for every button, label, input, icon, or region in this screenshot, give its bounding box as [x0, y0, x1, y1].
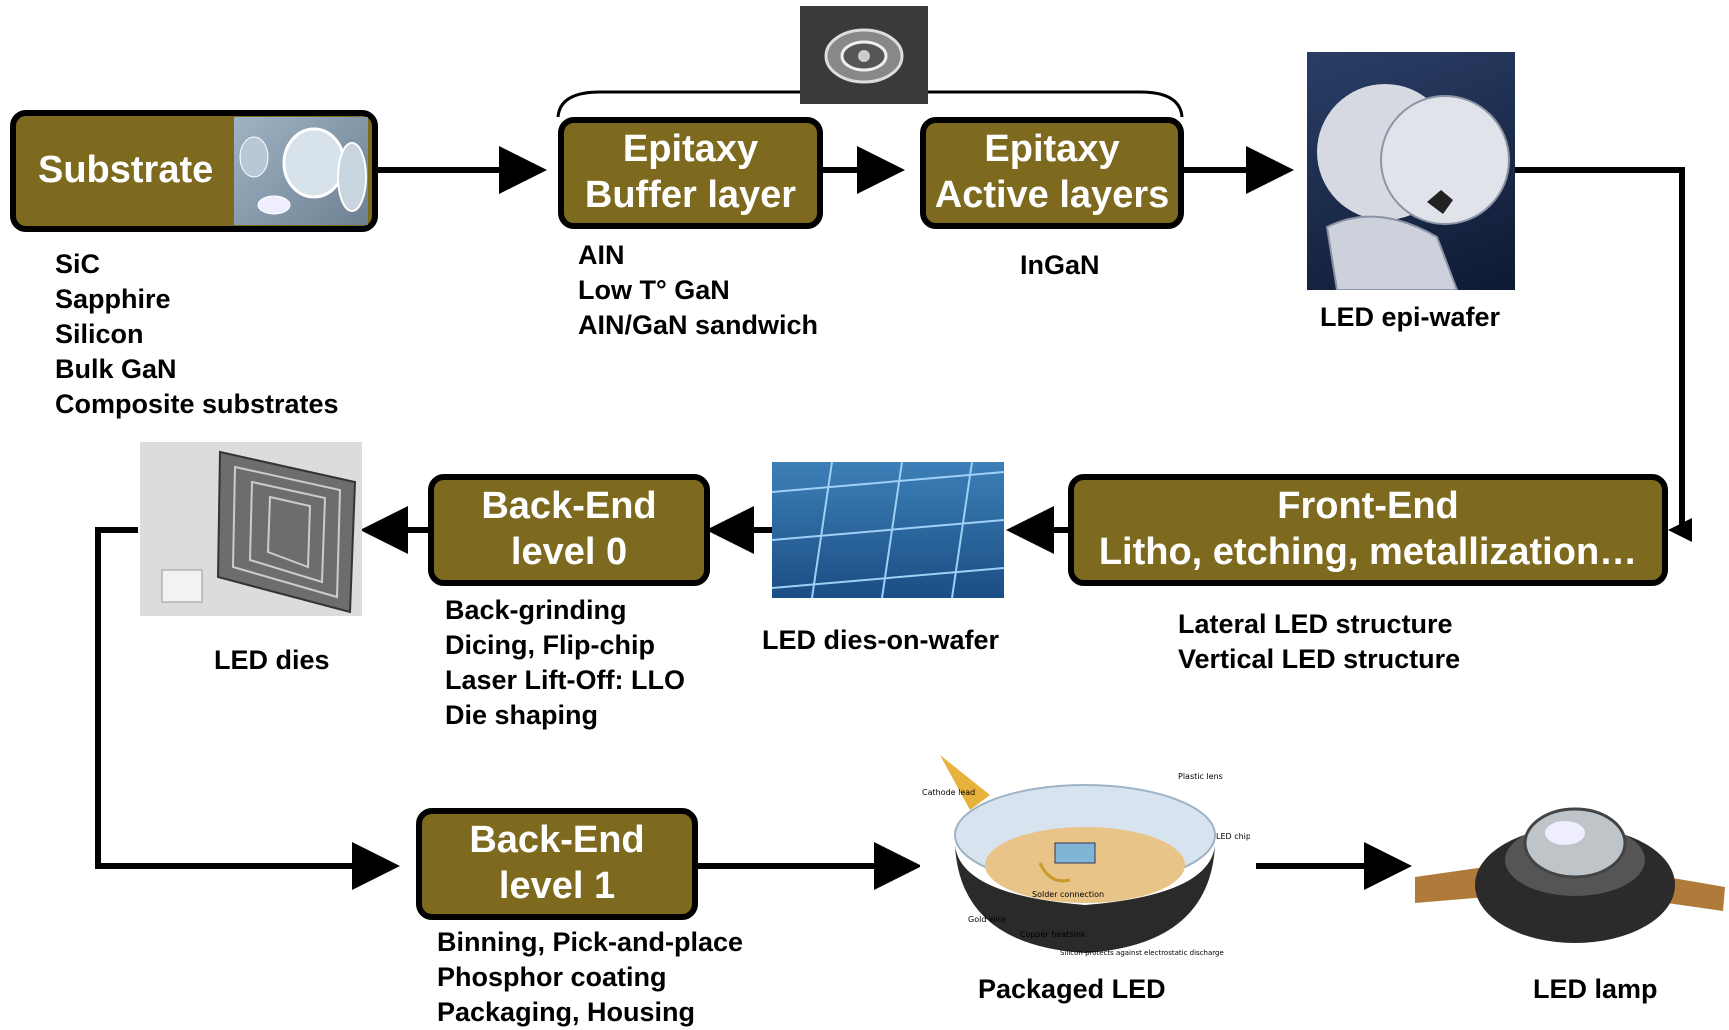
- back-end-1-item: Phosphor coating: [437, 962, 667, 992]
- epi-wafer-label: LED epi-wafer: [1320, 302, 1501, 332]
- back-end-1-box: Back-End level 1: [416, 808, 698, 920]
- substrate-title: Substrate: [38, 149, 214, 192]
- led-dies-label: LED dies: [214, 645, 330, 675]
- buffer-item: AIN/GaN sandwich: [578, 310, 819, 340]
- box-line: Buffer layer: [584, 174, 797, 216]
- callout-copper-heatsink: Copper heatsink: [1020, 930, 1086, 939]
- back-end-0-item: Die shaping: [445, 700, 599, 730]
- box-line: Front-End: [1277, 485, 1459, 528]
- front-end-item: Lateral LED structure: [1178, 609, 1453, 639]
- dies-on-wafer-image: [772, 462, 1004, 598]
- epitaxy-active-box: Epitaxy Active layers: [920, 117, 1184, 229]
- box-line: Back-End: [481, 485, 657, 528]
- epi-wafer-image: [1307, 52, 1515, 290]
- back-end-1-item: Packaging, Housing: [437, 997, 696, 1027]
- substrate-list: SiC Sapphire Silicon Bulk GaN Composite …: [55, 247, 339, 422]
- led-dies-image: [140, 442, 362, 616]
- front-end-item: Vertical LED structure: [1178, 644, 1461, 674]
- substrate-item: Bulk GaN: [55, 354, 177, 384]
- active-item: InGaN: [1020, 250, 1100, 280]
- buffer-item: Low T° GaN: [578, 275, 730, 305]
- substrate-item: Sapphire: [55, 284, 171, 314]
- substrate-item: Composite substrates: [55, 389, 339, 419]
- box-line: Litho, etching, metallization…: [1098, 531, 1638, 573]
- callout-led-chip: LED chip: [1216, 832, 1250, 841]
- arrow-frontend-head: [1668, 518, 1692, 542]
- back-end-0-item: Back-grinding: [445, 595, 627, 625]
- back-end-0-item: Laser Lift-Off: LLO: [445, 665, 685, 695]
- back-end-0-box: Back-End level 0: [428, 474, 710, 586]
- arrow-dies-to-backend1: [95, 527, 400, 890]
- back-end-1-item: Binning, Pick-and-place: [437, 927, 744, 957]
- back-end-0-list: Back-grinding Dicing, Flip-chip Laser Li…: [445, 593, 685, 733]
- buffer-list: AIN Low T° GaN AIN/GaN sandwich: [578, 238, 818, 343]
- box-line: Epitaxy: [984, 128, 1120, 171]
- back-end-0-item: Dicing, Flip-chip: [445, 630, 655, 660]
- active-list: InGaN: [1020, 248, 1100, 283]
- packaged-led-label: Packaged LED: [978, 974, 1166, 1004]
- box-line: Active layers: [934, 174, 1170, 216]
- callout-cathode-lead: Cathode lead: [922, 788, 975, 797]
- box-line: level 0: [510, 531, 628, 573]
- callout-gold-wire: Gold wire: [968, 915, 1006, 924]
- substrate-item: Silicon: [55, 319, 144, 349]
- back-end-1-list: Binning, Pick-and-place Phosphor coating…: [437, 925, 743, 1030]
- box-line: Back-End: [469, 819, 645, 862]
- reactor-image: [800, 6, 928, 104]
- front-end-list: Lateral LED structure Vertical LED struc…: [1178, 607, 1460, 677]
- callout-solder: Solder connection: [1032, 890, 1104, 899]
- substrate-image: [234, 117, 368, 225]
- led-lamp-label: LED lamp: [1533, 974, 1658, 1004]
- substrate-item: SiC: [55, 249, 101, 279]
- dies-on-wafer-label: LED dies-on-wafer: [762, 625, 1000, 655]
- led-lamp-image: [1415, 775, 1729, 965]
- epitaxy-buffer-box: Epitaxy Buffer layer: [558, 117, 823, 229]
- box-line: Epitaxy: [622, 128, 759, 171]
- front-end-box: Front-End Litho, etching, metallization…: [1068, 474, 1668, 586]
- callout-silicon-protects: Silicon protects against electrostatic d…: [1060, 949, 1224, 957]
- callout-plastic-lens: Plastic lens: [1178, 772, 1223, 781]
- box-line: level 1: [498, 865, 616, 907]
- substrate-box: Substrate: [10, 110, 378, 232]
- buffer-item: AIN: [578, 240, 625, 270]
- packaged-led-image: Plastic lens Cathode lead LED chip Solde…: [920, 755, 1250, 970]
